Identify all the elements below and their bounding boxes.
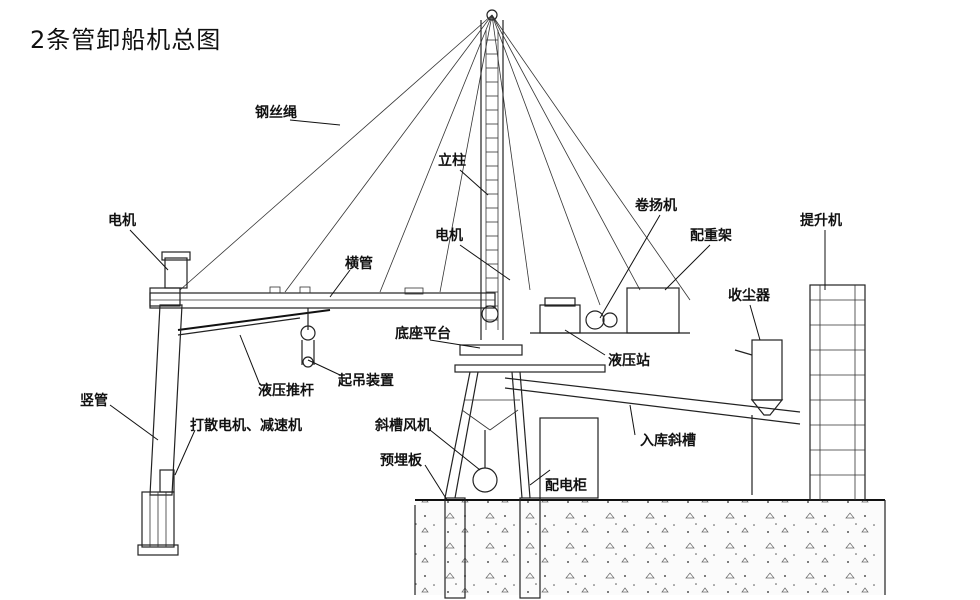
chute-fan bbox=[472, 430, 498, 493]
hoist bbox=[530, 310, 690, 334]
label-motor-center: 电机 bbox=[435, 227, 463, 244]
vertical-pipe bbox=[137, 251, 191, 556]
label-scatter-motor: 打散电机、减速机 bbox=[190, 417, 302, 434]
label-base-platform: 底座平台 bbox=[395, 325, 451, 342]
label-wire-rope: 钢丝绳 bbox=[255, 104, 297, 121]
label-hoist: 卷扬机 bbox=[634, 197, 677, 214]
lifting-device bbox=[300, 308, 316, 368]
ground bbox=[414, 497, 886, 599]
label-vertical-pipe: 竖管 bbox=[80, 392, 108, 409]
dust-collector bbox=[734, 339, 784, 495]
label-embedded-plate: 预埋板 bbox=[380, 452, 423, 469]
label-leaders bbox=[109, 119, 826, 501]
label-storage-chute: 入库斜槽 bbox=[640, 432, 696, 449]
label-elevator: 提升机 bbox=[800, 212, 842, 229]
label-cross-pipe: 横管 bbox=[345, 255, 373, 272]
label-power-cabinet: 配电柜 bbox=[545, 477, 587, 494]
label-lifting-device: 起吊装置 bbox=[337, 372, 394, 389]
label-motor-left: 电机 bbox=[108, 212, 136, 229]
counterweight bbox=[626, 287, 680, 334]
hydraulic-station bbox=[539, 297, 581, 334]
label-dust-collector: 收尘器 bbox=[728, 287, 771, 304]
label-column: 立柱 bbox=[438, 152, 466, 169]
label-hydraulic-station: 液压站 bbox=[608, 352, 650, 369]
cross-pipe-boom bbox=[149, 286, 499, 323]
wire-ropes bbox=[179, 14, 691, 306]
page-title: 2条管卸船机总图 bbox=[30, 26, 222, 54]
label-counterweight: 配重架 bbox=[690, 227, 732, 244]
storage-chute bbox=[504, 377, 801, 425]
hydraulic-rod bbox=[177, 309, 331, 336]
elevator bbox=[809, 284, 866, 501]
label-hydraulic-rod: 液压推杆 bbox=[258, 382, 314, 399]
label-chute-fan: 斜槽风机 bbox=[374, 417, 431, 434]
column-mast bbox=[480, 9, 504, 340]
base-platform bbox=[444, 344, 606, 499]
power-cabinet bbox=[539, 417, 599, 499]
